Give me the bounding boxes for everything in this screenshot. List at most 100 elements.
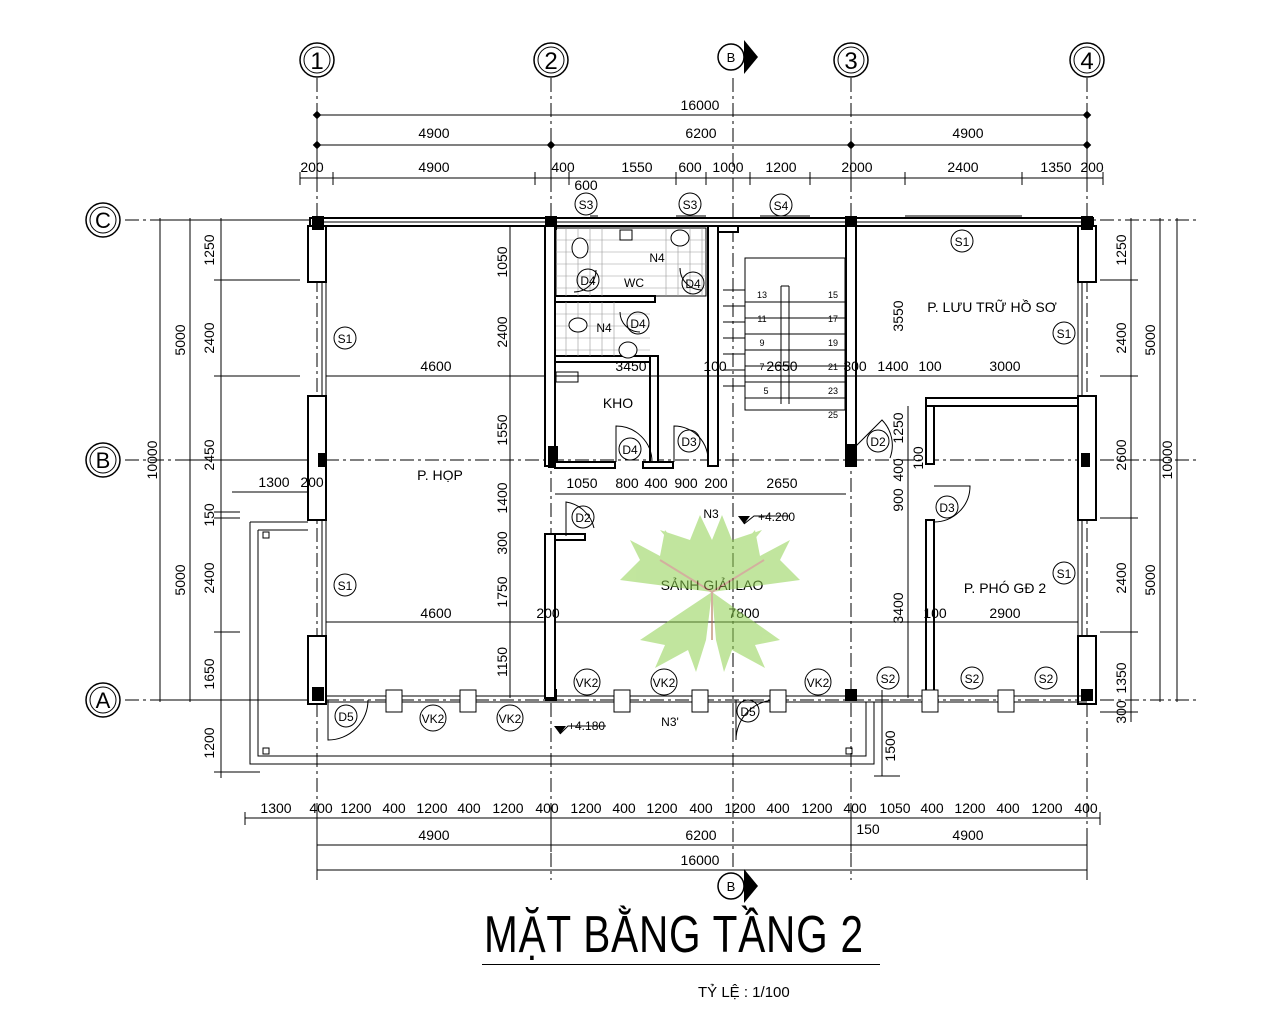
axis-label-3: 3 bbox=[844, 48, 857, 75]
tag-vk2-a: VK2 bbox=[422, 712, 445, 726]
dim-top-span-3: 4900 bbox=[952, 125, 983, 141]
dim-bottom-detail-4: 400 bbox=[382, 800, 406, 816]
dim-bottom-detail-22: 400 bbox=[1074, 800, 1098, 816]
section-label-top: B bbox=[727, 50, 736, 65]
tag-s1-e: S1 bbox=[1057, 567, 1072, 581]
dim-top-detail-1: 200 bbox=[300, 159, 324, 175]
level-markers: +4.200 +4.180 bbox=[554, 510, 795, 735]
room-wc: WC bbox=[624, 276, 644, 290]
dim-wc-row-5: 1400 bbox=[877, 358, 908, 374]
dim-bottom-total: 16000 bbox=[681, 852, 720, 868]
top-dimensions: 16000 4900 6200 4900 200 4900 400 1550 6… bbox=[299, 97, 1104, 193]
dim-left-detail-2: 2400 bbox=[201, 322, 217, 353]
tag-n3: N3 bbox=[703, 507, 719, 521]
dim-col2-2: 2400 bbox=[494, 316, 510, 347]
dim-top-span-2: 6200 bbox=[685, 125, 716, 141]
step-11: 11 bbox=[757, 314, 766, 324]
dim-left-detail-1: 1250 bbox=[201, 234, 217, 265]
dim-bottom-detail-6: 400 bbox=[457, 800, 481, 816]
dim-top-span-1: 4900 bbox=[418, 125, 449, 141]
dim-right-col-2: 100 bbox=[910, 446, 926, 470]
dim-hall-6: 2650 bbox=[766, 475, 797, 491]
axis-label-c: C bbox=[95, 208, 111, 233]
room-meeting: P. HỌP bbox=[417, 467, 463, 483]
dim-bottom-span-1: 4900 bbox=[418, 827, 449, 843]
dim-right-span-2: 5000 bbox=[1142, 564, 1158, 595]
element-tags bbox=[333, 192, 1076, 732]
stair bbox=[723, 257, 846, 411]
dim-top-sub: 600 bbox=[574, 177, 598, 193]
tag-d4-d: D4 bbox=[622, 443, 638, 457]
right-dimensions: 1250 2400 2600 2400 1350 300 5000 5000 1… bbox=[1100, 218, 1178, 724]
dim-bottom-detail-13: 1200 bbox=[724, 800, 755, 816]
dim-col2-6: 1750 bbox=[494, 576, 510, 607]
tag-vk2-b: VK2 bbox=[499, 712, 522, 726]
tag-s3-b: S3 bbox=[683, 198, 698, 212]
room-deputy: P. PHÓ GĐ 2 bbox=[964, 580, 1046, 596]
step-23: 23 bbox=[828, 386, 838, 396]
dim-left-total: 10000 bbox=[144, 440, 160, 479]
tag-s2-a: S2 bbox=[881, 672, 896, 686]
tag-d5-b: D5 bbox=[740, 705, 756, 719]
wc-fixtures bbox=[555, 227, 707, 383]
axis-bubbles-lettered: C B A bbox=[85, 202, 121, 718]
dim-bottom-detail-15: 1200 bbox=[801, 800, 832, 816]
dim-hall-4: 900 bbox=[674, 475, 698, 491]
dim-lobby-left: 200 bbox=[536, 605, 560, 621]
tag-s1-b: S1 bbox=[338, 579, 353, 593]
watermark-leaf-logo bbox=[620, 515, 800, 672]
step-15: 15 bbox=[828, 290, 838, 300]
dim-bottom-detail-3: 1200 bbox=[340, 800, 371, 816]
room-storage: KHO bbox=[603, 395, 633, 411]
dim-right-total: 10000 bbox=[1159, 440, 1175, 479]
interior-dimension-lines bbox=[232, 226, 1078, 698]
tag-n4-b: N4 bbox=[596, 321, 612, 335]
dim-right-detail-6: 300 bbox=[1113, 700, 1129, 724]
title-underline bbox=[482, 964, 880, 965]
section-marker-bottom: B bbox=[717, 869, 758, 903]
left-dimensions: 10000 5000 5000 1250 2400 2450 150 2400 … bbox=[144, 218, 300, 778]
dim-right-detail-2: 2400 bbox=[1113, 322, 1129, 353]
dim-left-detail-4: 150 bbox=[201, 503, 217, 527]
room-archive: P. LƯU TRỮ HỒ SƠ bbox=[927, 298, 1057, 315]
dim-hall-1: 1050 bbox=[566, 475, 597, 491]
dim-right-col-5: 3400 bbox=[890, 592, 906, 623]
tag-d2-b: D2 bbox=[870, 435, 886, 449]
dim-wc-row-7: 3000 bbox=[989, 358, 1020, 374]
balcony-rail bbox=[249, 521, 900, 777]
dim-right-room-1: 100 bbox=[923, 605, 947, 621]
step-9: 9 bbox=[759, 338, 764, 348]
step-13: 13 bbox=[757, 290, 767, 300]
dim-wc-row-2: 100 bbox=[703, 358, 727, 374]
dim-top-total: 16000 bbox=[681, 97, 720, 113]
dim-col2-5: 300 bbox=[494, 531, 510, 555]
tag-s1-a: S1 bbox=[338, 332, 353, 346]
tag-d3-b: D3 bbox=[939, 501, 955, 515]
dim-top-detail-7: 1200 bbox=[765, 159, 796, 175]
dim-top-detail-4: 1550 bbox=[621, 159, 652, 175]
tag-d4-c: D4 bbox=[630, 317, 646, 331]
dim-right-col-4: 400 bbox=[890, 458, 906, 482]
facade-piers bbox=[385, 689, 1015, 713]
section-label-bottom: B bbox=[727, 879, 736, 894]
dim-top-detail-8: 2000 bbox=[841, 159, 872, 175]
door-swings bbox=[327, 419, 971, 741]
dim-hall-5: 200 bbox=[704, 475, 728, 491]
dim-bottom-detail-20: 400 bbox=[996, 800, 1020, 816]
axis-label-b: B bbox=[96, 448, 111, 473]
dim-col2-3: 1550 bbox=[494, 414, 510, 445]
dim-right-span-1: 5000 bbox=[1142, 324, 1158, 355]
step-19: 19 bbox=[828, 338, 838, 348]
dim-bottom-detail-21: 1200 bbox=[1031, 800, 1062, 816]
interior-walls bbox=[544, 225, 1079, 701]
tag-d4-a: D4 bbox=[580, 274, 596, 288]
dim-meeting-width: 4600 bbox=[420, 358, 451, 374]
tag-d5-a: D5 bbox=[338, 710, 354, 724]
dim-right-detail-4: 2400 bbox=[1113, 562, 1129, 593]
tag-d3-a: D3 bbox=[681, 435, 697, 449]
dim-wc-row-1: 3450 bbox=[615, 358, 646, 374]
dim-right-detail-1: 1250 bbox=[1113, 234, 1129, 265]
drawing-scale: TỶ LỆ : 1/100 bbox=[698, 984, 790, 1001]
tag-s3-a: S3 bbox=[579, 198, 594, 212]
